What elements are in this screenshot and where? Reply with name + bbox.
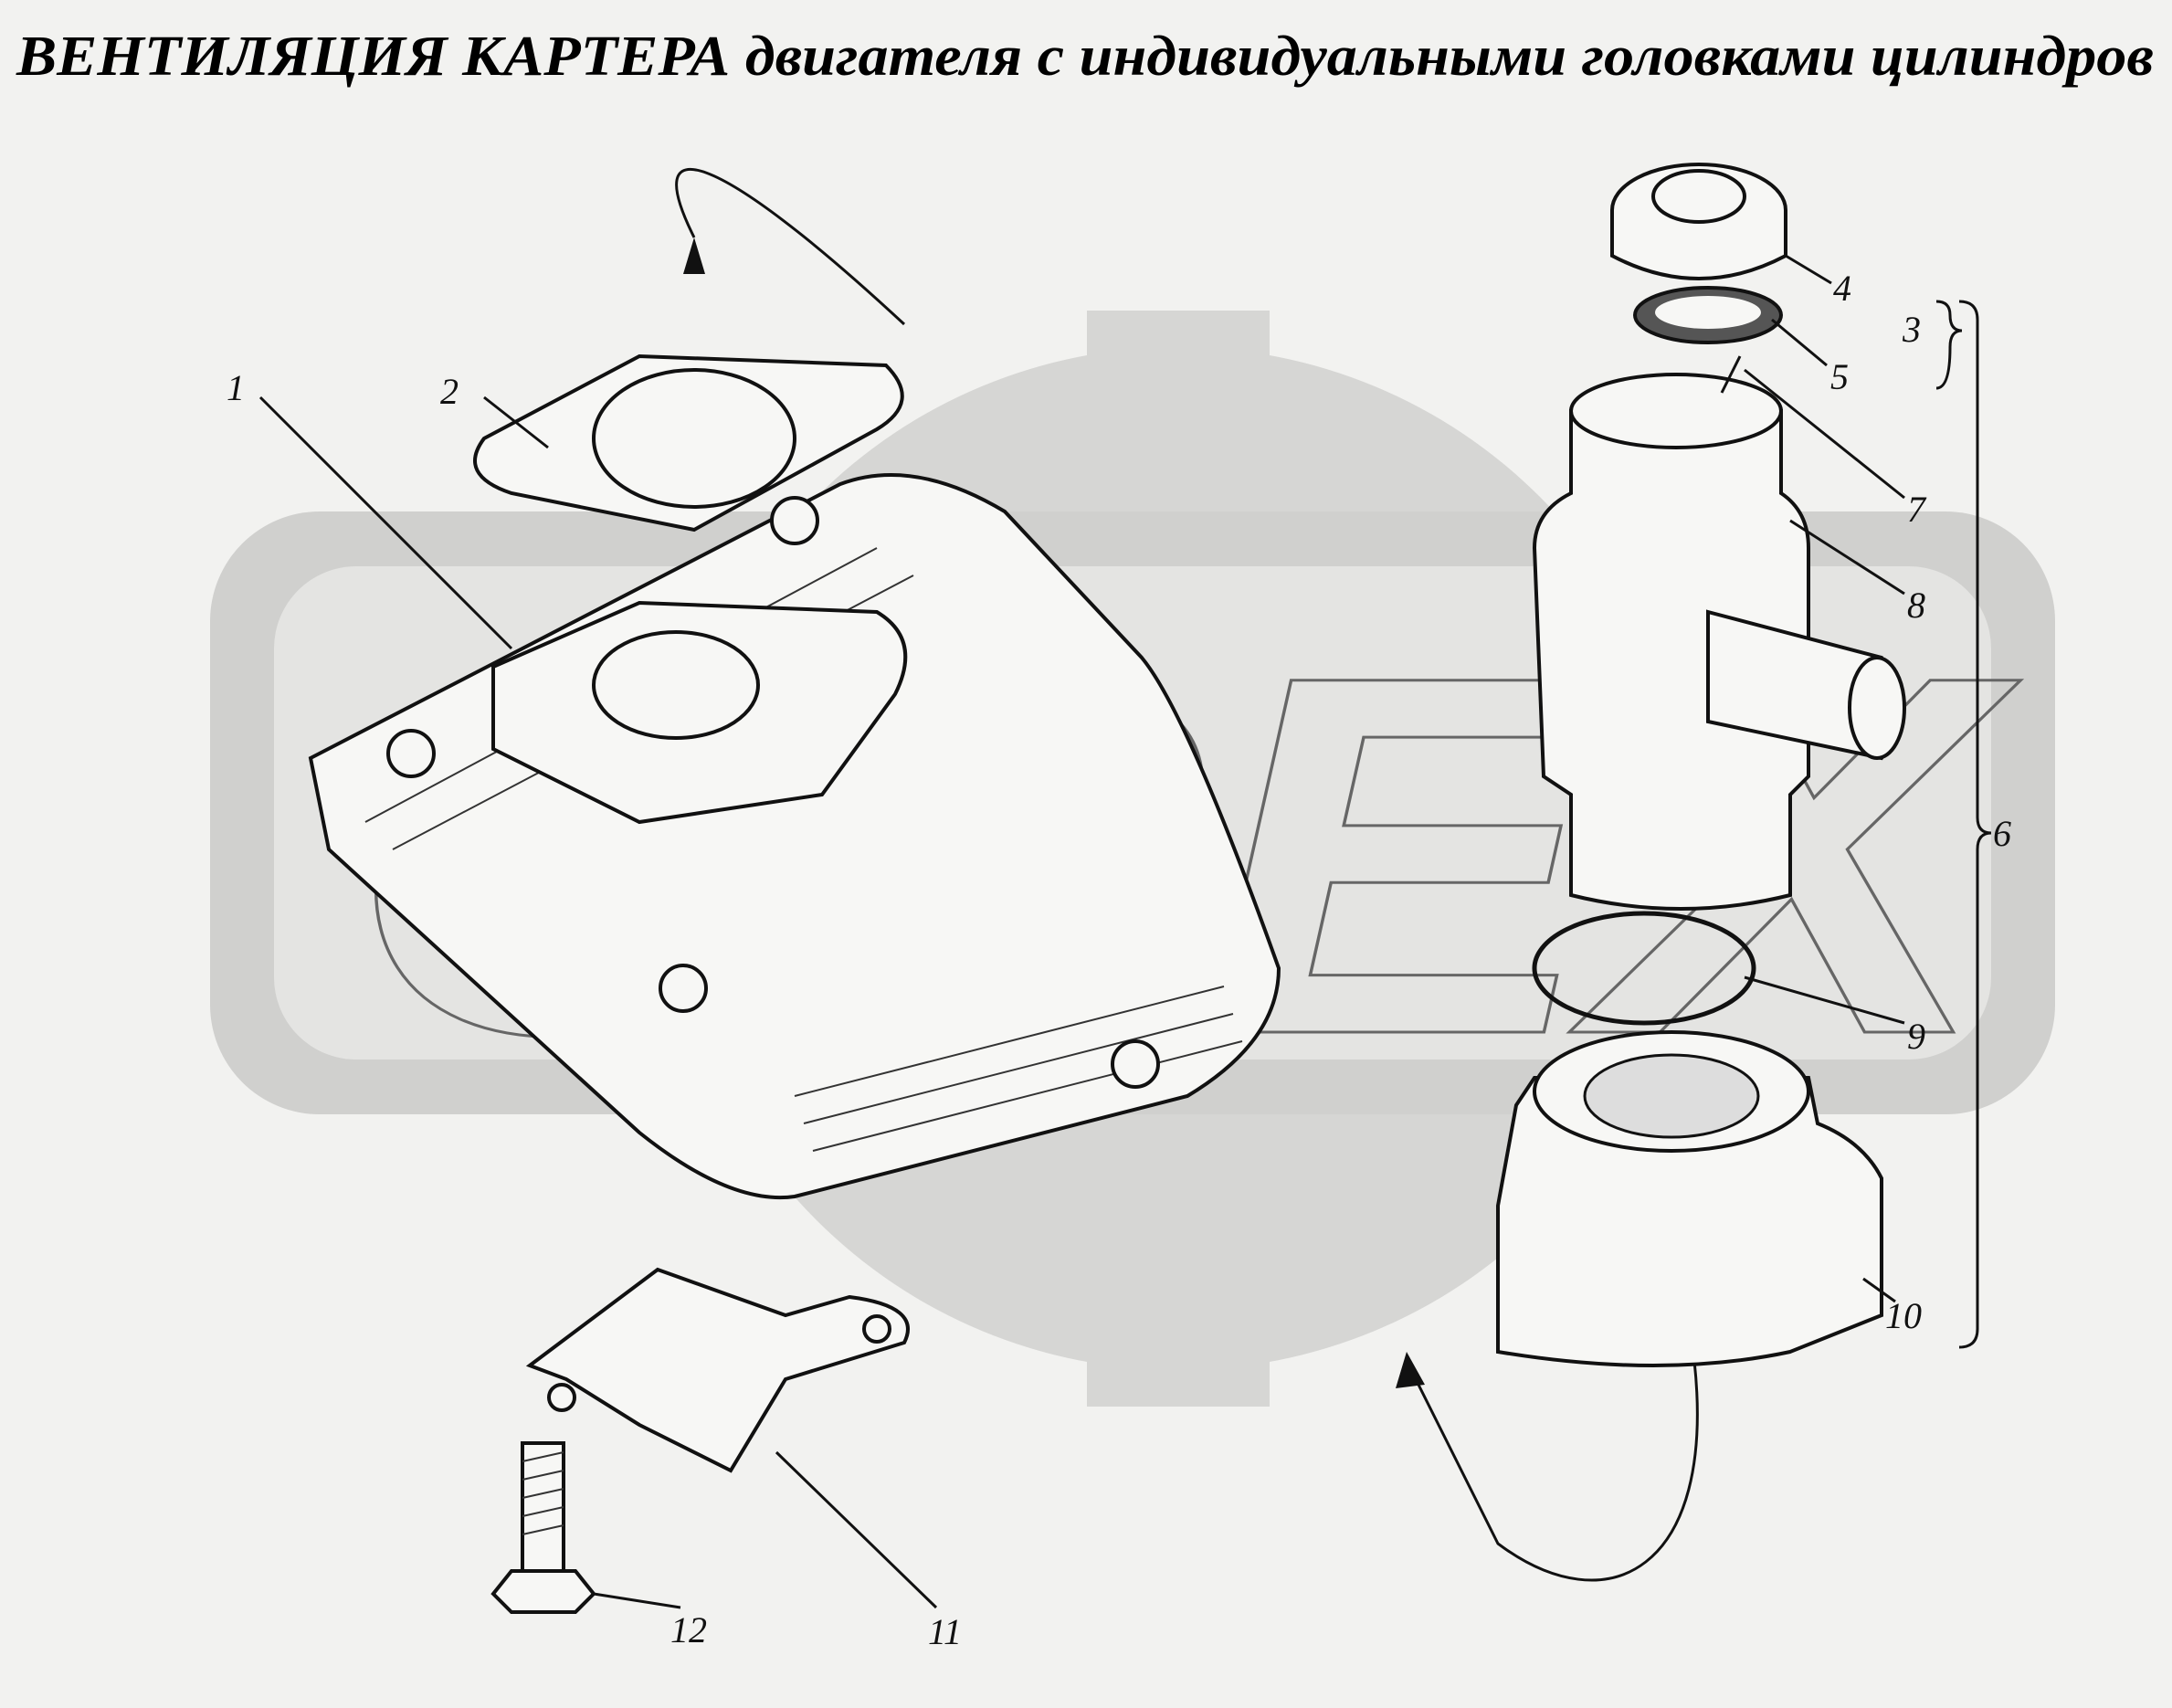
callout-7: 7 bbox=[1907, 489, 1927, 530]
flow-arrow-bottom bbox=[1405, 1360, 1699, 1582]
breather-body-part-8 bbox=[1532, 355, 1906, 911]
seal-ring-part-5 bbox=[1633, 286, 1783, 344]
bolt-part-12 bbox=[490, 1441, 596, 1614]
base-part-10 bbox=[1496, 1030, 1883, 1367]
flow-arrow-top bbox=[675, 168, 906, 326]
callout-8: 8 bbox=[1907, 585, 1925, 626]
bracket-part-11 bbox=[525, 1267, 910, 1473]
callout-5: 5 bbox=[1830, 356, 1849, 397]
brace-6 bbox=[1958, 300, 1992, 1349]
leader-lines bbox=[258, 254, 1905, 1609]
page-title: ВЕНТИЛЯЦИЯ КАРТЕРА двигателя с индивидуа… bbox=[16, 26, 2154, 88]
callout-4: 4 bbox=[1833, 268, 1851, 309]
callout-6: 6 bbox=[1993, 813, 2011, 854]
clip-part-7 bbox=[1720, 355, 1742, 394]
gasket-part-2 bbox=[473, 353, 904, 532]
valve-cover-part-1 bbox=[308, 473, 1281, 1200]
breather-cap-part-4 bbox=[1610, 163, 1787, 280]
callout-11: 11 bbox=[928, 1611, 962, 1652]
brace-3 bbox=[1935, 300, 1963, 390]
callout-1: 1 bbox=[227, 367, 245, 408]
callout-9: 9 bbox=[1907, 1016, 1925, 1057]
o-ring-part-9 bbox=[1532, 911, 1756, 1026]
callout-3: 3 bbox=[1902, 309, 1921, 350]
callout-12: 12 bbox=[670, 1609, 707, 1650]
callout-2: 2 bbox=[440, 371, 459, 412]
callout-10: 10 bbox=[1885, 1295, 1922, 1336]
